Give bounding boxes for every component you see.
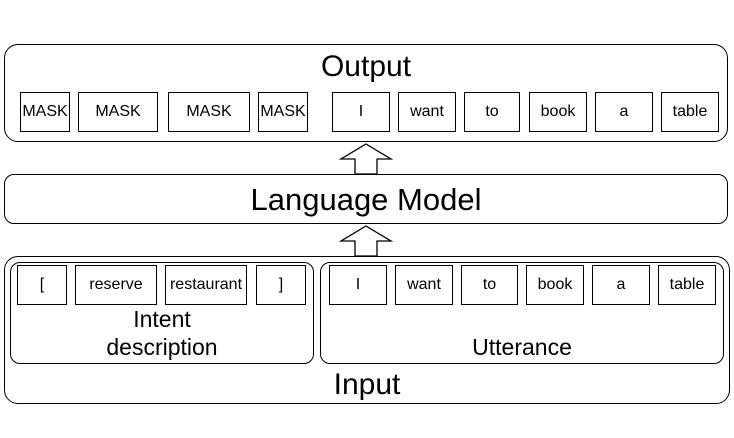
arrow-up-icon (338, 225, 394, 257)
language-model-box (4, 174, 728, 224)
intent-label-line1: Intent (133, 306, 191, 332)
utterance-token: I (329, 265, 387, 305)
utterance-token: to (461, 265, 518, 305)
output-token: MASK (78, 92, 158, 132)
intent-token: restaurant (165, 265, 247, 305)
output-token: want (398, 92, 456, 132)
output-token: table (661, 92, 719, 132)
output-title: Output (320, 50, 412, 83)
intent-label-line2: description (106, 334, 218, 360)
input-title: Input (333, 368, 401, 401)
output-token: MASK (168, 92, 250, 132)
arrow-up-icon (338, 143, 394, 175)
utterance-token: book (526, 265, 584, 305)
utterance-token: want (395, 265, 453, 305)
output-token: MASK (20, 92, 70, 132)
language-model-label: Language Model (250, 182, 482, 217)
output-token: to (464, 92, 520, 132)
intent-token: ] (256, 265, 306, 305)
intent-token: [ (17, 265, 67, 305)
utterance-box (320, 262, 724, 364)
output-token: MASK (258, 92, 308, 132)
utterance-token: table (658, 265, 716, 305)
output-token: a (595, 92, 653, 132)
utterance-token: a (592, 265, 650, 305)
intent-token: reserve (75, 265, 157, 305)
utterance-label: Utterance (472, 334, 572, 360)
output-token: book (529, 92, 587, 132)
output-token: I (332, 92, 390, 132)
